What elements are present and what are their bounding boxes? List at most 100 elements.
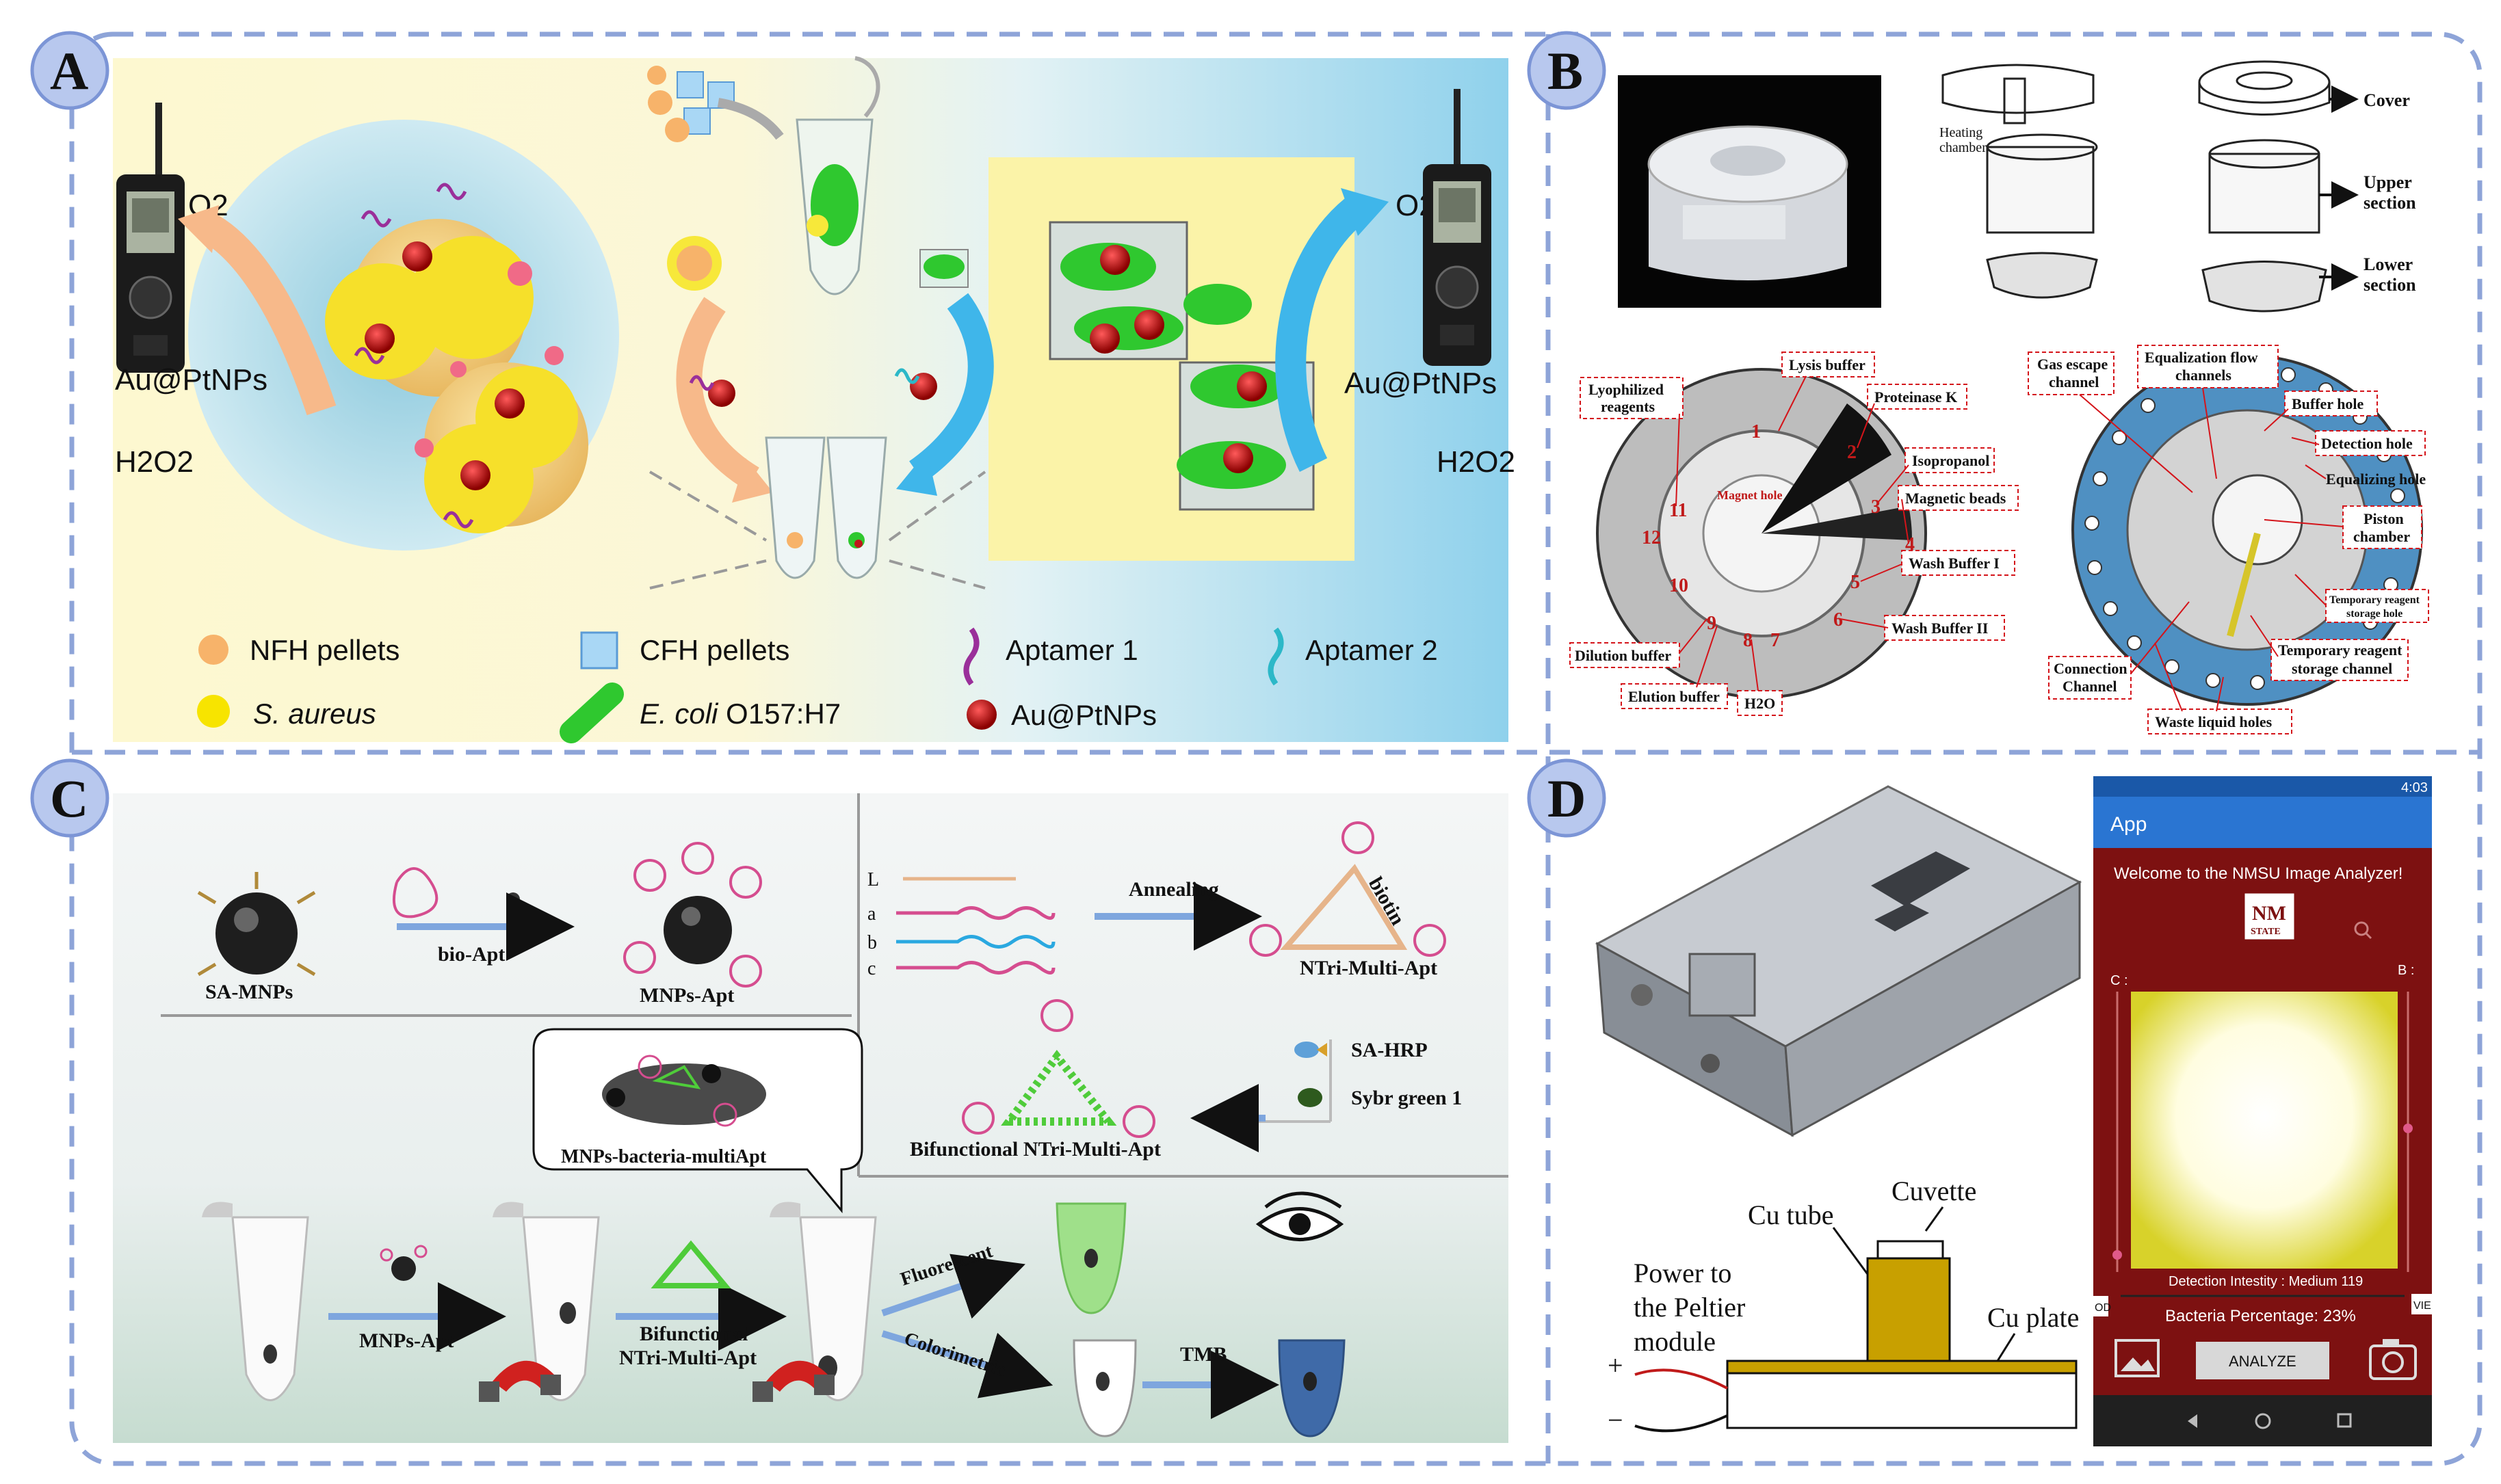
label-ntri: NTri-Multi-Apt: [1300, 957, 1437, 979]
label-upper-2: section: [2363, 193, 2416, 213]
auptnps-right-label: Au@PtNPs: [1344, 367, 1497, 400]
label-temp-hole-2: storage hole: [2346, 608, 2402, 620]
sa-hrp-icon: [1294, 1042, 1327, 1058]
ntri-triangle-icon: [1249, 821, 1446, 957]
arrow-colorimetric: [881, 1330, 1053, 1399]
wire-negative: [1634, 1414, 1728, 1433]
bio-apt-icon: [392, 867, 438, 918]
eye-icon: [1255, 1191, 1344, 1241]
panel-b: Cover Upper section Lower section Heatin…: [1569, 60, 2429, 734]
legend-auptnps: Au@PtNPs: [1011, 699, 1157, 731]
label-temp-channel-1: Temporary reagent: [2278, 641, 2402, 659]
label-connection-2: Channel: [2063, 678, 2117, 695]
orange-curve-arrow: [676, 297, 760, 490]
label-wash1: Wash Buffer I: [1909, 555, 2000, 572]
panel-a-legend: NFH pellets S. aureus CFH pellets E. col…: [197, 627, 1438, 743]
camera-icon[interactable]: [2369, 1339, 2417, 1380]
view-button-label: VIE: [2413, 1300, 2431, 1312]
chip-right-leaders: [2079, 387, 2344, 712]
label-cover: Cover: [2363, 90, 2410, 110]
phone-app-title: App: [2110, 813, 2147, 836]
label-piston-2: chamber: [2353, 528, 2410, 545]
auptnps-left-label: Au@PtNPs: [115, 363, 267, 397]
ecoli-cube-top: [1049, 221, 1252, 360]
label-lysis: Lysis buffer: [1789, 356, 1865, 373]
tube-c1: [202, 1202, 309, 1401]
label-proteinase: Proteinase K: [1874, 388, 1957, 406]
cuvette-shape: [1876, 1240, 1944, 1260]
label-lyophilized-1: Lyophilized: [1588, 381, 1664, 398]
bifunctional-triangle-icon: [962, 999, 1155, 1138]
legend-ecoli-rest: O157:H7: [718, 698, 841, 730]
chip-num-9: 9: [1707, 613, 1716, 634]
exploded-view-drawings: [1941, 60, 2331, 313]
legend-cfh: CFH pellets: [640, 634, 789, 666]
label-gas-2: channel: [2049, 373, 2099, 390]
nav-recents-icon[interactable]: [2337, 1413, 2352, 1428]
legend-nfh-icon: [198, 635, 228, 665]
label-magnetic: Magnetic beads: [1905, 490, 2006, 507]
oxygen-meter-left-icon: [116, 103, 185, 373]
complex-callout: [532, 1028, 863, 1214]
slider-right-thumb[interactable]: [2403, 1124, 2413, 1133]
label-temp-channel-2: storage channel: [2292, 660, 2392, 677]
phone-nav-bar: [2093, 1395, 2432, 1446]
nav-home-icon[interactable]: [2255, 1413, 2271, 1429]
nmsu-logo-text-2: STATE: [2251, 927, 2281, 937]
chip-left-disc: [1596, 368, 1927, 699]
label-equalizing-hole: Equalizing hole: [2326, 471, 2426, 488]
label-cuvette: Cuvette: [1891, 1176, 1976, 1206]
mnps-apt-icon: [623, 842, 762, 988]
letter-d: D: [1547, 769, 1586, 828]
nav-back-icon[interactable]: [2188, 1414, 2197, 1428]
analyze-button[interactable]: [2196, 1342, 2329, 1379]
label-bio-apt: bio-Apt: [438, 943, 505, 966]
view-button[interactable]: [2411, 1294, 2432, 1314]
label-buffer-hole: Buffer hole: [2292, 395, 2364, 412]
label-upper-1: Upper: [2363, 172, 2412, 192]
legend-ecoli-icon: [560, 683, 624, 743]
label-detection-hole: Detection hole: [2321, 435, 2413, 452]
gallery-icon[interactable]: [2114, 1339, 2160, 1377]
nmsu-logo-text-1: NM: [2252, 902, 2286, 925]
label-lower-1: Lower: [2363, 254, 2413, 274]
label-sybr: Sybr green 1: [1351, 1087, 1462, 1109]
phone-right-label: B :: [2398, 963, 2414, 978]
label-piston-1: Piston: [2363, 510, 2404, 527]
strand-a: a: [867, 903, 876, 925]
mnps-apt-small-icon: [380, 1245, 428, 1281]
sybr-icon: [1298, 1088, 1322, 1107]
panel-letter-c: C: [30, 758, 109, 838]
letter-c: C: [50, 769, 88, 828]
chip-num-11: 11: [1669, 500, 1687, 521]
leader-cuvette: [1924, 1206, 1944, 1232]
label-isopropanol: Isopropanol: [1912, 452, 1989, 469]
chip-left-leaders: [1675, 375, 1909, 691]
label-complex: MNPs-bacteria-multiApt: [561, 1146, 767, 1167]
phone-status-bar: [2093, 776, 2432, 797]
label-waste: Waste liquid holes: [2155, 713, 2273, 730]
tube-c2: [493, 1202, 600, 1401]
od-button[interactable]: [2093, 1296, 2108, 1316]
phone-welcome: Welcome to the NMSU Image Analyzer!: [2114, 864, 2402, 883]
tube-pair-bottom: [765, 436, 887, 579]
slider-left-thumb[interactable]: [2112, 1250, 2122, 1260]
label-step-bif-1: Bifunctional: [640, 1323, 748, 1345]
chip-num-2: 2: [1847, 442, 1857, 463]
panel-c: SA-MNPs bio-Apt MNPs-Apt L a b c Anneali…: [113, 793, 1508, 1443]
phone-left-label: C :: [2110, 973, 2128, 988]
o2-arrow-right: [1275, 192, 1371, 473]
device-render-box: [1595, 785, 2082, 1137]
blue-curve-arrow: [908, 293, 994, 483]
phone-percentage: Bacteria Percentage: 23%: [2165, 1307, 2356, 1325]
label-elution: Elution buffer: [1628, 688, 1720, 705]
label-power-2: the Peltier: [1634, 1292, 1745, 1323]
label-power-1: Power to: [1634, 1258, 1731, 1288]
label-sa-mnps: SA-MNPs: [205, 981, 293, 1003]
chip-num-6: 6: [1833, 609, 1843, 631]
chip-left-labels: Lyophilized reagents Lysis buffer Protei…: [1569, 352, 2019, 716]
chip-right-labels: Gas escape channel Equalization flow cha…: [2028, 345, 2429, 734]
search-icon[interactable]: [2354, 921, 2369, 936]
